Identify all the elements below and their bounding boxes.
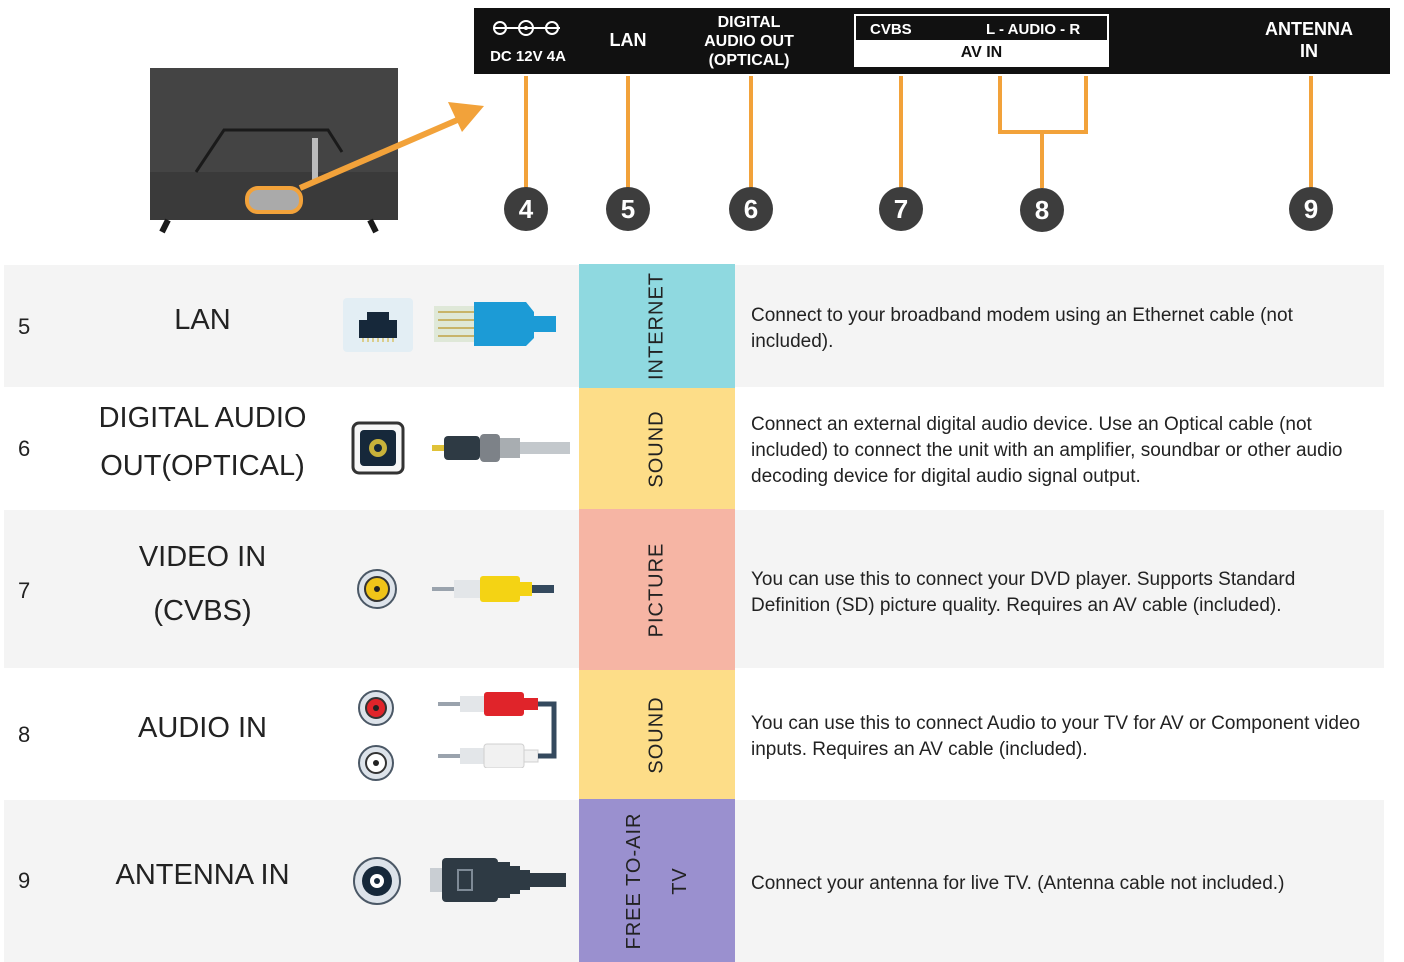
- row-number: 8: [18, 722, 31, 747]
- leader-lines: [524, 76, 1313, 188]
- rca-audio-ports-icon: [358, 690, 394, 781]
- port-name-line-1: VIDEO IN: [138, 541, 267, 573]
- cvbs-label: CVBS: [870, 21, 912, 38]
- antenna-label-2: IN: [1300, 41, 1318, 61]
- port-name-line-1: DIGITAL AUDIO: [98, 402, 307, 434]
- port-description: Connect your antenna for live TV. (Anten…: [751, 873, 1285, 894]
- port-description: You can use this to connect your DVD pla…: [751, 569, 1296, 616]
- back-panel: DC 12V 4A LAN DIGITAL AUDIO OUT (OPTICAL…: [474, 8, 1390, 74]
- row-number: 6: [18, 436, 31, 461]
- category-internet: INTERNET: [579, 264, 735, 388]
- optical-cable-icon: [432, 434, 570, 462]
- antenna-label-1: ANTENNA: [1265, 19, 1353, 39]
- marker-6: 6: [729, 187, 773, 231]
- marker-4: 4: [504, 187, 548, 231]
- marker-7: 7: [879, 187, 923, 231]
- port-name-line-2: (CVBS): [153, 595, 252, 627]
- lan-label: LAN: [609, 30, 647, 50]
- rca-yellow-cable-icon: [432, 576, 554, 602]
- port-name: AUDIO IN: [138, 712, 267, 744]
- port-name: LAN: [174, 304, 231, 336]
- av-in-label: AV IN: [856, 40, 1107, 65]
- port-description: You can use this to connect Audio to you…: [751, 713, 1361, 760]
- rca-yellow-port-icon: [357, 569, 397, 609]
- pointer-arrow: [298, 115, 464, 191]
- optical-port-icon: [351, 421, 405, 475]
- antenna-port-icon: [353, 857, 401, 905]
- port-name-line-2: OUT(OPTICAL): [100, 450, 305, 482]
- category-picture: PICTURE: [579, 509, 735, 670]
- ethernet-cable-icon: [434, 302, 556, 346]
- optical-label-2: AUDIO OUT: [704, 33, 794, 50]
- row-number: 9: [18, 868, 31, 893]
- row-number: 7: [18, 578, 31, 603]
- marker-9: 9: [1289, 187, 1333, 231]
- dc-label: DC 12V 4A: [490, 48, 566, 65]
- av-in-group: CVBS L - AUDIO - R AV IN: [854, 14, 1109, 67]
- optical-label-3: (OPTICAL): [708, 52, 790, 69]
- row-number: 5: [18, 314, 31, 339]
- optical-label-1: DIGITAL: [717, 14, 781, 31]
- port-name: ANTENNA IN: [115, 859, 290, 891]
- category-sound: SOUND: [579, 670, 735, 799]
- port-description: Connect an external digital audio device…: [751, 414, 1343, 487]
- port-description: Connect to your broadband modem using an…: [751, 305, 1293, 352]
- rca-audio-cable-icon: [438, 692, 557, 768]
- antenna-cable-icon: [430, 858, 566, 902]
- category-sound: SOUND: [579, 388, 735, 509]
- marker-5: 5: [606, 187, 650, 231]
- port-highlight: [245, 186, 303, 214]
- dc-power-icon: [493, 20, 560, 36]
- marker-8: 8: [1020, 188, 1064, 232]
- audio-lr-label: L - AUDIO - R: [986, 21, 1081, 38]
- tv-illustration: [150, 68, 484, 234]
- ethernet-port-icon: [343, 298, 413, 352]
